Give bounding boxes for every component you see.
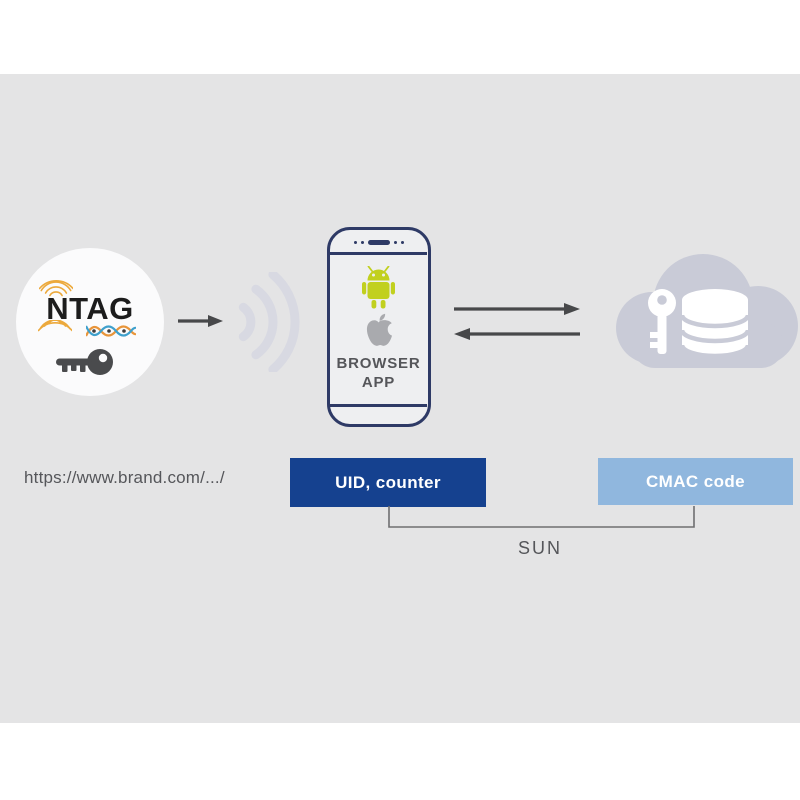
cloud-icon <box>616 254 798 368</box>
sun-connector <box>388 506 695 528</box>
phone-screen-divider-bottom <box>330 404 427 407</box>
dna-logo-icon <box>86 325 136 337</box>
arrow-right-icon <box>178 315 223 327</box>
sun-label: SUN <box>517 538 562 558</box>
browser-app-label: BROWSER APP <box>330 354 427 392</box>
cmac-code-box: CMAC code <box>598 458 793 505</box>
url-label: https://www.brand.com/.../ <box>24 468 225 487</box>
cmac-code-label: CMAC code <box>646 471 745 491</box>
arrow-right-icon <box>454 303 580 315</box>
tag-wave-bottom-icon <box>38 320 72 332</box>
ntag-label: NTAG <box>46 291 134 326</box>
tag-wave-top-icon <box>39 279 73 297</box>
phone-speaker <box>330 240 427 245</box>
ntag-tag: NTAG <box>16 248 164 396</box>
nfc-signal-icon <box>238 272 300 372</box>
phone: BROWSER APP <box>327 227 431 427</box>
tag-key-icon <box>56 349 113 375</box>
cloud-key-icon <box>648 289 676 354</box>
cloud-database-icon <box>679 289 751 359</box>
browser-app-line2: APP <box>361 374 396 391</box>
uid-counter-label: UID, counter <box>335 472 441 492</box>
phone-screen-divider-top <box>330 252 427 255</box>
browser-app-line1: BROWSER <box>336 355 421 372</box>
uid-counter-box: UID, counter <box>290 458 486 507</box>
apple-icon <box>366 313 392 346</box>
arrow-left-icon <box>454 328 580 340</box>
phone-cloud-arrows <box>454 303 580 340</box>
android-icon <box>362 266 395 309</box>
